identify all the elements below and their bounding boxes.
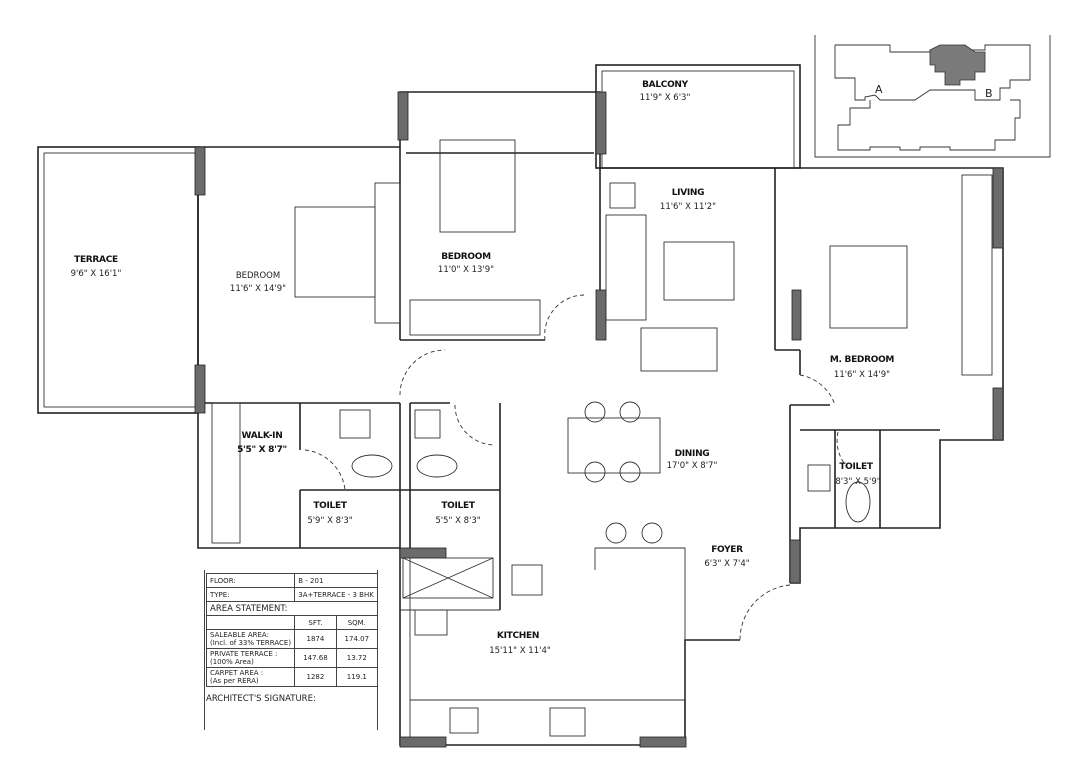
bed: [294, 206, 376, 298]
room-dim-master-bedroom: 11'6" X 14'9": [834, 370, 890, 380]
walk-in-shelves: [211, 402, 241, 544]
key-plan-label-b: B: [985, 87, 993, 100]
room-dim-bedroom-1: 11'6" X 14'9": [230, 284, 286, 294]
area-statement-heading: AREA STATEMENT:: [206, 601, 378, 616]
wc: [351, 454, 393, 478]
room-dim-bedroom-2: 11'0" X 13'9": [438, 265, 494, 275]
architect-signature-label: ARCHITECT'S SIGNATURE:: [206, 694, 316, 704]
bed: [829, 245, 908, 329]
key-plan-label-a: A: [875, 83, 883, 96]
room-dim-toilet-2: 5'5" X 8'3": [435, 516, 480, 526]
utility: [402, 557, 494, 599]
room-dim-toilet-3: 8'3" X 5'9": [835, 477, 880, 487]
doors: [304, 294, 851, 641]
room-dim-toilet-1: 5'9" X 8'3": [307, 516, 352, 526]
room-dim-kitchen: 15'11" X 11'4": [489, 646, 551, 656]
room-name-master-bedroom: M. BEDROOM: [830, 355, 895, 365]
furniture: [211, 139, 993, 737]
washbasin: [339, 409, 371, 439]
room-name-toilet-3: TOILET: [839, 462, 874, 472]
washbasin: [414, 409, 441, 439]
dining-table: [567, 417, 661, 474]
room-name-toilet-1: TOILET: [313, 501, 348, 511]
type-value: 3A+TERRACE - 3 BHK: [294, 587, 378, 602]
wardrobe: [961, 174, 993, 376]
wardrobe: [409, 299, 541, 336]
hob: [549, 707, 586, 737]
bed: [439, 139, 516, 233]
room-name-balcony: BALCONY: [642, 80, 689, 90]
room-dim-balcony: 11'9" X 6'3": [640, 93, 691, 103]
room-dim-foyer: 6'3" X 7'4": [704, 559, 749, 569]
area-statement-frame: [204, 570, 378, 730]
room-dim-walk-in: 5'5" X 8'7": [237, 445, 287, 455]
room-dim-terrace: 9'6" X 16'1": [71, 269, 122, 279]
col-sft: SFT.: [294, 615, 337, 630]
coffee-table: [663, 241, 735, 301]
terrace-outline: [37, 146, 199, 414]
table-row: SALEABLE AREA:(Incl. of 33% TERRACE)1874…: [205, 629, 379, 649]
room-name-kitchen: KITCHEN: [497, 631, 539, 641]
room-name-walk-in: WALK-IN: [242, 431, 283, 441]
washbasin: [807, 464, 831, 492]
room-name-bedroom-2: BEDROOM: [441, 252, 491, 262]
wc: [416, 454, 458, 478]
room-name-living: LIVING: [672, 188, 705, 198]
room-dim-dining: 17'0" X 8'7": [667, 461, 718, 471]
sink: [449, 707, 479, 734]
room-name-foyer: FOYER: [711, 545, 743, 555]
col-sqm: SQM.: [335, 615, 379, 630]
room-name-dining: DINING: [675, 449, 710, 459]
room-name-toilet-2: TOILET: [441, 501, 476, 511]
room-name-terrace: TERRACE: [74, 255, 118, 265]
room-name-bedroom-1: BEDROOM: [236, 271, 280, 281]
sofa: [605, 214, 647, 321]
room-dim-living: 11'6" X 11'2": [660, 202, 716, 212]
balcony-outline: [595, 64, 801, 169]
key-plan: A B: [814, 35, 1051, 158]
wall-columns: [194, 91, 1004, 748]
sofa: [640, 327, 718, 372]
area-statement-table: FLOOR:B - 201 TYPE:3A+TERRACE - 3 BHK AR…: [205, 573, 379, 687]
floor-value: B - 201: [294, 573, 378, 588]
wc: [845, 481, 871, 523]
floor-label: FLOOR:: [205, 573, 296, 588]
type-label: TYPE:: [205, 587, 296, 602]
